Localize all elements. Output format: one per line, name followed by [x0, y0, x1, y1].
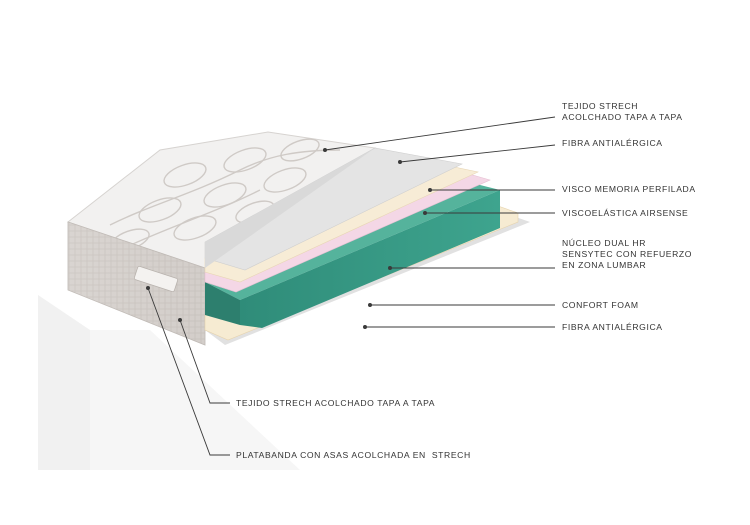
- label-cover-top-line2: ACOLCHADO TAPA A TAPA: [562, 112, 683, 122]
- label-core: NÚCLEO DUAL HR SENSYTEC CON REFUERZO EN …: [562, 238, 692, 271]
- label-visco-memory: VISCO MEMORIA PERFILADA: [562, 184, 696, 195]
- label-cover-top: TEJIDO STRECH ACOLCHADO TAPA A TAPA: [562, 101, 683, 123]
- border-side-shade: [68, 222, 205, 345]
- label-fiber-bottom: FIBRA ANTIALÉRGICA: [562, 322, 663, 333]
- label-visco-airsense: VISCOELÁSTICA AIRSENSE: [562, 208, 688, 219]
- label-fiber-top-text: FIBRA ANTIALÉRGICA: [562, 138, 663, 148]
- label-cover-side: TEJIDO STRECH ACOLCHADO TAPA A TAPA: [236, 398, 435, 409]
- label-fiber-top: FIBRA ANTIALÉRGICA: [562, 138, 663, 149]
- label-fiber-bottom-text: FIBRA ANTIALÉRGICA: [562, 322, 663, 332]
- leader-dots: [146, 148, 432, 329]
- background-floor-left: [38, 295, 90, 470]
- background-floor: [90, 330, 300, 470]
- label-comfort-foam: CONFORT FOAM: [562, 300, 639, 311]
- label-visco-memory-text: VISCO MEMORIA PERFILADA: [562, 184, 696, 194]
- label-border-band-text: PLATABANDA CON ASAS ACOLCHADA EN STRECH: [236, 450, 471, 460]
- label-border-band: PLATABANDA CON ASAS ACOLCHADA EN STRECH: [236, 450, 471, 461]
- layer-core-front: [240, 190, 500, 328]
- label-core-line2: SENSYTEC CON REFUERZO: [562, 249, 693, 259]
- cut-face: [205, 148, 375, 268]
- label-cover-top-line1: TEJIDO STRECH: [562, 101, 639, 111]
- label-comfort-foam-text: CONFORT FOAM: [562, 300, 639, 310]
- leader-lines: [147, 116, 556, 456]
- label-core-line3: EN ZONA LUMBAR: [562, 260, 647, 270]
- mattress-handle: [133, 265, 179, 293]
- label-core-line1: NÚCLEO DUAL HR: [562, 238, 647, 248]
- layer-core-left: [205, 282, 240, 325]
- label-visco-airsense-text: VISCOELÁSTICA AIRSENSE: [562, 208, 689, 218]
- label-cover-side-text: TEJIDO STRECH ACOLCHADO TAPA A TAPA: [236, 398, 436, 408]
